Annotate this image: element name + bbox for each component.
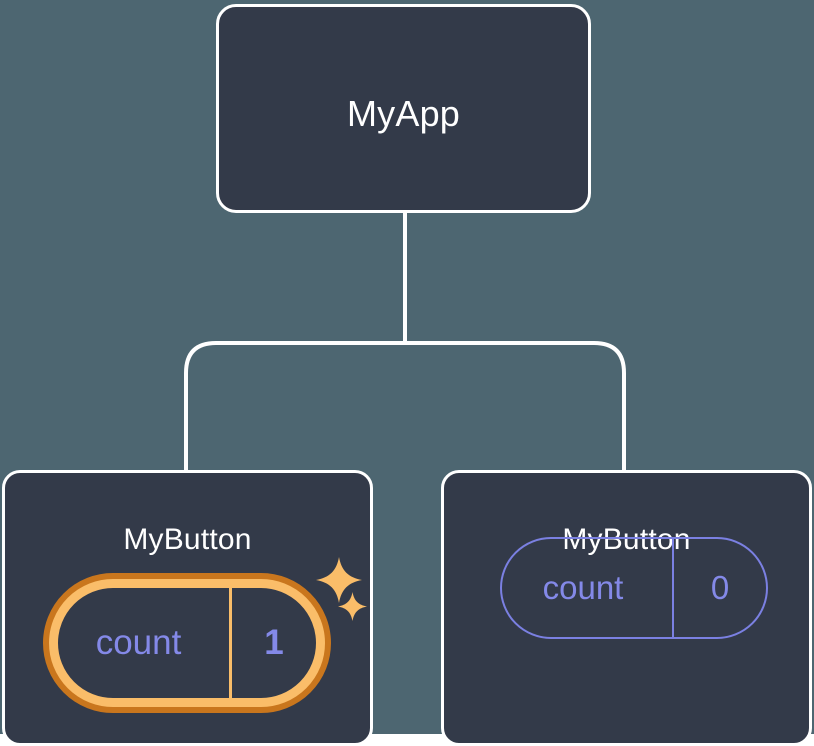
node-myapp-label: MyApp xyxy=(346,93,461,134)
state-pill-highlighted[interactable]: count 1 xyxy=(43,573,331,713)
node-mybutton-left[interactable]: MyButton count 1 xyxy=(2,470,373,746)
state-key-label: count xyxy=(502,539,674,637)
state-pill-inner-ring: count 1 xyxy=(49,579,325,707)
connector-branch-bar xyxy=(184,341,626,470)
state-value-label: 1 xyxy=(264,623,284,662)
state-value-label: 0 xyxy=(710,569,730,606)
node-mybutton-right[interactable]: MyButton count 0 xyxy=(441,470,812,746)
state-key-label: count xyxy=(58,588,232,698)
state-pill-plain[interactable]: count 0 xyxy=(500,537,768,639)
node-myapp[interactable]: MyApp xyxy=(216,4,591,213)
node-mybutton-left-label: MyButton xyxy=(123,523,252,556)
